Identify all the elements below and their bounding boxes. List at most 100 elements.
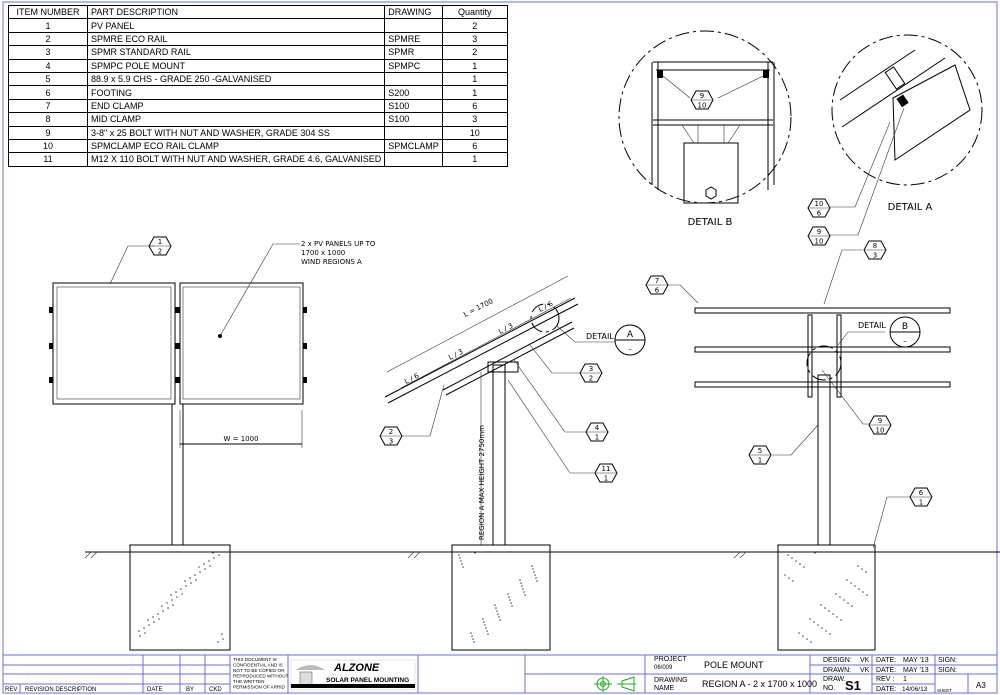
item-balloon: 41 (585, 422, 609, 442)
balloon-quantity: 6 (655, 287, 660, 295)
item-balloon: 51 (748, 445, 772, 465)
bill-of-materials-table: ITEM NUMBER PART DESCRIPTION DRAWING Qua… (8, 4, 508, 167)
item-balloon: 910 (807, 226, 831, 246)
balloon-item-number: 3 (589, 365, 593, 373)
logo-subtitle: SOLAR PANEL MOUNTING (326, 677, 409, 684)
balloon-item-number: 4 (595, 424, 600, 432)
balloon-item-number: 8 (873, 242, 877, 250)
drawing-ref: S100 (384, 98, 443, 114)
balloon-quantity: 10 (876, 427, 885, 435)
balloon-item-number: 11 (602, 465, 611, 473)
balloon-quantity: 2 (158, 248, 162, 256)
title-block: REV REVISION DESCRIPTION DATE BY CKD THI… (2, 654, 998, 694)
detail-a-title: DETAIL A (888, 202, 933, 213)
balloon-quantity: 2 (589, 375, 593, 383)
date-label: DATE: (876, 657, 896, 664)
drawn-by: VK (860, 667, 870, 674)
segment-dim: L / 6 (537, 300, 555, 314)
detail-a-drawing: DETAIL A (830, 34, 983, 236)
item-balloon: 910 (868, 415, 892, 435)
sign-label: SIGN: (938, 667, 957, 674)
detail-b-title: DETAIL B (688, 217, 733, 228)
revision-number: 1 (903, 676, 907, 683)
date-header: DATE (147, 687, 163, 693)
item-balloon: 910 (690, 90, 714, 110)
quantity: 1 (441, 58, 508, 73)
drawing-name-label: DRAWING (654, 677, 688, 684)
draw-no-label: NO. (823, 685, 836, 692)
item-balloon: 12 (148, 236, 172, 256)
item-balloon: 61 (909, 487, 933, 507)
revision-description-header: REVISION DESCRIPTION (25, 687, 96, 693)
balloon-item-number: 10 (815, 200, 824, 208)
balloon-quantity: 10 (815, 238, 824, 246)
balloon-quantity: 6 (817, 210, 822, 218)
item-balloon: 83 (863, 240, 887, 260)
drawing-number: S1 (845, 678, 861, 693)
item-balloon: 106 (807, 198, 831, 218)
quantity: 1 (441, 152, 508, 167)
by-header: BY (186, 687, 194, 693)
quantity: 3 (441, 112, 508, 127)
part-description: MID CLAMP (86, 112, 386, 127)
balloon-item-number: 2 (389, 428, 393, 436)
balloon-quantity: 3 (873, 252, 877, 260)
part-description: SPMPC POLE MOUNT (86, 58, 386, 73)
design-label: DESIGN: (823, 657, 852, 664)
detail-id: A (627, 330, 634, 340)
footings (129, 544, 876, 651)
rev-header: REV (5, 687, 17, 693)
table-header: ITEM NUMBER PART DESCRIPTION DRAWING Qua… (8, 4, 508, 20)
sheet-size: A3 (976, 681, 986, 690)
drawn-label: DRAWN: (823, 667, 851, 674)
detail-a-callout: DETAIL (586, 332, 614, 341)
revision-date: 14/06/13 (902, 686, 928, 693)
draw-no-label: DRAW. (823, 676, 846, 683)
item-balloon: 76 (645, 275, 669, 295)
drawing-name-label: NAME (654, 685, 675, 692)
item-balloon: 111 (594, 463, 618, 483)
length-dimension: L = 1700 (462, 297, 494, 319)
sheet-label: SHEET (937, 688, 952, 693)
balloon-quantity: 1 (758, 457, 762, 465)
balloon-item-number: 9 (817, 228, 821, 236)
balloon-quantity: 1 (604, 475, 608, 483)
rev-label: REV : (876, 676, 894, 683)
part-description: END CLAMP (86, 98, 386, 114)
logo-name: ALZONE (333, 662, 380, 674)
part-description: M12 X 110 BOLT WITH NUT AND WASHER, GRAD… (86, 152, 386, 167)
panel-note: 2 x PV PANELS UP TO 1700 x 1000 WIND REG… (301, 240, 378, 266)
detail-id: B (902, 322, 908, 332)
drawing-name: REGION A - 2 x 1700 x 1000 (702, 679, 817, 689)
balloon-item-number: 5 (758, 447, 762, 455)
quantity: 1 (441, 71, 508, 87)
detail-sheet: – (628, 345, 632, 353)
quantity: 6 (441, 98, 508, 114)
front-view: W = 1000 2 x PV PANELS UP TO 1700 x 1000… (49, 240, 378, 545)
confidential-notice: THIS DOCUMENT IS CONFIDENTIAL AND IS NOT… (233, 657, 290, 690)
quantity: 1 (441, 85, 508, 100)
rear-view: DETAIL B – (668, 249, 951, 549)
projection-symbol (594, 676, 636, 692)
design-by: VK (860, 657, 870, 664)
part-description: FOOTING (86, 85, 386, 100)
balloon-quantity: 10 (698, 102, 707, 110)
balloon-item-number: 9 (700, 92, 704, 100)
project-name: POLE MOUNT (704, 660, 764, 670)
drawn-date: MAY '13 (903, 667, 929, 674)
balloon-item-number: 6 (919, 489, 924, 497)
balloon-item-number: 1 (158, 238, 162, 246)
date-label: DATE: (876, 686, 896, 693)
balloon-quantity: 1 (919, 499, 923, 507)
project-number: 06/009 (654, 665, 673, 671)
part-description: 88.9 x 5.9 CHS - GRADE 250 -GALVANISED (86, 71, 386, 87)
alzone-logo: ALZONE SOLAR PANEL MOUNTING (290, 659, 416, 691)
